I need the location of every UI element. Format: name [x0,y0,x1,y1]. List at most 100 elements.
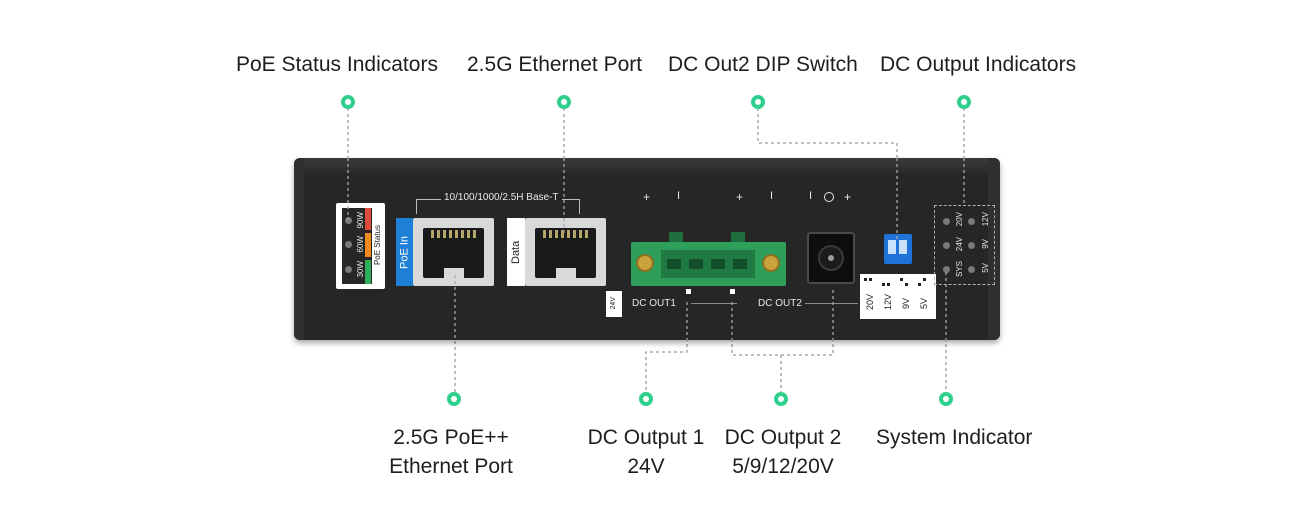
callout-dot-poe-port [447,392,461,406]
led-9v [968,242,975,249]
callout-system-indicator-text: System Indicator [876,426,1033,449]
poe-color-orange [365,233,371,257]
dc-out1-minus: I [677,190,681,202]
led-12v [968,218,975,225]
led-label-20v: 20V [955,212,964,227]
dip-pattern-12v-b [887,283,890,286]
led-24v [943,242,950,249]
poe-in-port-latch [443,268,464,278]
dip-pattern-20v-b [869,278,872,281]
poe-in-ethernet-port[interactable] [413,218,494,286]
callout-dot-dc-out2 [774,392,788,406]
dip-settings-table: 20V 12V 9V 5V [860,274,936,319]
terminal-clip-right [731,232,745,242]
led-sys [943,266,950,273]
callout-dot-system-indicator [939,392,953,406]
terminal-sockets [661,250,755,278]
dip-setting-5v: 5V [919,298,929,310]
dip-pattern-5v-a [918,283,921,286]
dc-barrel-jack[interactable] [807,232,855,284]
led-label-5v: 5V [981,263,990,273]
poe-color-red [365,208,371,230]
data-port-latch [555,268,576,278]
dip-setting-20v: 20V [865,294,875,311]
led-label-sys: SYS [955,261,964,278]
dc-output-indicator-box: 20V 24V SYS 12V 9V 5V [934,205,995,285]
poe-led-60w [345,241,352,248]
dip-pattern-20v-a [864,278,867,281]
barrel-jack-pin [828,255,834,261]
poe-status-label: PoE Status [373,225,382,266]
callout-ethernet-port-text: 2.5G Ethernet Port [467,53,643,76]
device-left-rim [294,158,304,340]
dc-out1-voltage-tag: 24V [606,291,622,317]
dc-out2-label: DC OUT2 [758,298,802,309]
callout-dot-dc-out1 [639,392,653,406]
terminal-socket-2 [689,259,703,269]
terminal-screw-left [636,254,654,272]
callout-dip-switch: DC Out2 DIP Switch [668,50,858,79]
dip-pattern-9v-b [905,283,908,286]
callout-dot-dip-switch [751,95,765,109]
poe-led-30w [345,266,352,273]
callout-dc-out2: DC Output 2 5/9/12/20V [713,423,853,481]
terminal-socket-4 [733,259,747,269]
callout-poe-status-text: PoE Status Indicators [236,53,438,76]
callout-ethernet-port: 2.5G Ethernet Port [467,50,642,79]
poe-splitter-device: 90W 60W 30W PoE Status 10/100/1000/2.5H … [294,158,1000,340]
poe-led-90w [345,217,352,224]
callout-dc-out1: DC Output 1 24V [576,423,716,481]
dip-setting-9v: 9V [901,298,911,310]
data-port-pins [543,230,588,238]
led-label-12v: 12V [981,212,990,227]
terminal-clip-left [669,232,683,242]
dip-switch[interactable] [884,234,912,264]
terminal-socket-3 [711,259,725,269]
terminal-screw-right [762,254,780,272]
terminal-socket-1 [667,259,681,269]
callout-poe-port-line1: 2.5G PoE++ [393,426,509,449]
callout-dc-out1-line1: DC Output 1 [587,426,705,449]
led-20v [943,218,950,225]
dc-terminal-block[interactable] [631,232,786,286]
data-ethernet-port[interactable] [525,218,606,286]
callout-dc-output-indicators: DC Output Indicators [880,50,1076,79]
callout-dot-ethernet-port [557,95,571,109]
dip-switch-toggle-2[interactable] [899,240,907,254]
dc-out-divider [691,303,737,304]
callout-dc-out1-line2: 24V [627,455,665,478]
dip-switch-toggle-1[interactable] [888,240,896,254]
poe-level-60w: 60W [356,236,365,253]
callout-dc-out2-line2: 5/9/12/20V [732,455,834,478]
dc-out1-label: DC OUT1 [632,298,676,309]
poe-in-tag: PoE In [396,218,413,286]
callout-dc-output-indicators-text: DC Output Indicators [880,53,1077,76]
dc-out1-plus: + [643,190,651,204]
callout-system-indicator: System Indicator [876,423,1032,452]
dc-out1-voltage: 24V [610,297,617,310]
barrel-polarity-icon [824,192,834,202]
barrel-minus: I [809,190,813,202]
poe-level-30w: 30W [356,261,365,278]
callout-dot-dc-output-indicators [957,95,971,109]
device-top-rim [294,158,1000,176]
poe-in-port-pins [431,230,476,238]
callout-dip-switch-text: DC Out2 DIP Switch [668,53,858,76]
callout-poe-port: 2.5G PoE++ Ethernet Port [376,423,526,481]
dc-out2-line [805,303,858,304]
dip-pattern-9v-a [900,278,903,281]
poe-level-90w: 90W [356,212,365,229]
data-tag: Data [507,218,525,286]
led-label-24v: 24V [955,237,964,252]
dc-out2-plus: + [736,190,744,204]
callout-dot-poe-status [341,95,355,109]
led-label-9v: 9V [981,239,990,249]
port-speed-label: 10/100/1000/2.5H Base-T [441,192,562,203]
callout-poe-status: PoE Status Indicators [236,50,438,79]
poe-status-panel: 90W 60W 30W PoE Status [336,203,385,289]
dip-pattern-12v-a [882,283,885,286]
dc-out1-marker [686,289,691,294]
dc-out2-minus: I [770,190,774,202]
barrel-plus: + [844,190,852,204]
dip-setting-12v: 12V [883,294,893,311]
